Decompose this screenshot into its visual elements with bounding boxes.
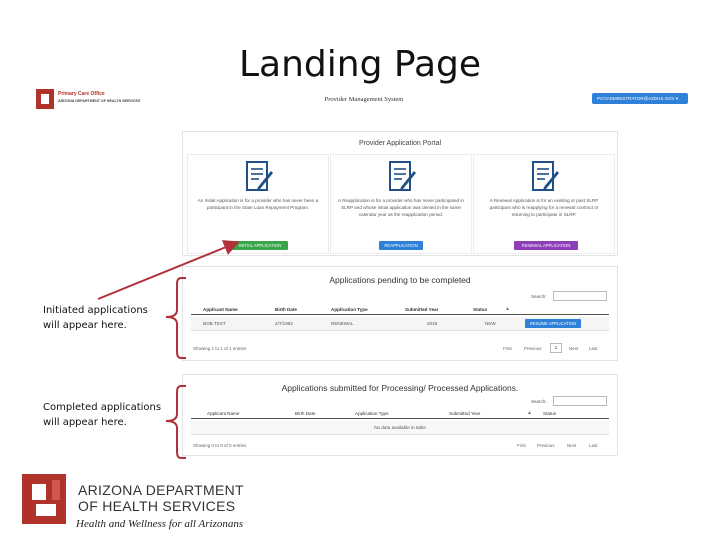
pending-panel-title: Applications pending to be completed	[329, 275, 471, 285]
submitted-panel-title: Applications submitted for Processing/ P…	[281, 383, 519, 393]
pending-table-header: Applicant Name Birth Date Application Ty…	[191, 305, 609, 315]
column-header[interactable]: Submitted Year	[449, 411, 481, 416]
document-pen-icon	[389, 161, 416, 191]
application-portal: Provider Application Portal An Initial A…	[182, 131, 618, 256]
renewal-application-button[interactable]: RENEWAL APPLICATION	[514, 241, 578, 250]
pending-applications-panel: Applications pending to be completed Sea…	[182, 266, 618, 361]
column-header[interactable]: Application Type	[331, 307, 368, 312]
reapplication-card: A Reapplication is for a provider who ha…	[330, 154, 472, 254]
empty-table-message: No data available in table	[374, 425, 426, 430]
submitted-table-header: Applicant Name Birth Date Application Ty…	[191, 409, 609, 419]
column-header[interactable]: Birth Date	[275, 307, 297, 312]
header-logo[interactable]: Primary Care Office ARIZONA DEPARTMENT O…	[36, 89, 144, 109]
document-pen-icon	[246, 161, 273, 191]
logo-mark-icon	[36, 89, 54, 109]
callout-arrow	[97, 240, 240, 300]
card-description: A Reapplication is for a provider who ha…	[338, 198, 464, 217]
footer-logo: ARIZONA DEPARTMENT OF HEALTH SERVICES He…	[22, 474, 262, 536]
pagination-first[interactable]: First	[517, 443, 526, 448]
pending-table-info: Showing 1 to 1 of 1 entries	[193, 346, 247, 351]
app-header: Primary Care Office ARIZONA DEPARTMENT O…	[34, 86, 694, 112]
column-header[interactable]: Application Type	[355, 411, 389, 416]
column-header[interactable]: Status	[473, 307, 488, 312]
portal-title: Provider Application Portal	[358, 140, 442, 147]
pagination-next[interactable]: Next	[569, 346, 579, 351]
renewal-application-card: A Renewal Application is for an existing…	[473, 154, 615, 254]
column-header[interactable]: Birth Date	[295, 411, 316, 416]
completed-callout: Completed applications will appear here.	[43, 402, 162, 428]
pagination-next[interactable]: Next	[567, 443, 577, 448]
slide-title: Landing Page	[238, 44, 482, 85]
completed-bracket	[165, 385, 186, 459]
adhs-logo-icon	[22, 474, 66, 524]
screenshot: Primary Care Office ARIZONA DEPARTMENT O…	[34, 86, 694, 456]
system-name: Provider Management System	[324, 96, 404, 103]
submitted-year-cell: 2019	[427, 321, 438, 326]
pagination-previous[interactable]: Previous	[524, 346, 542, 351]
reapplication-button[interactable]: REAPPLICATION	[379, 241, 423, 250]
pending-bracket	[165, 277, 186, 359]
initiated-callout: Initiated applications will appear here.	[43, 305, 148, 331]
applicant-name-cell: BOB TEST	[203, 321, 226, 326]
document-pen-icon	[532, 161, 559, 191]
submitted-table-info: Showing 0 to 0 of 0 entries	[193, 443, 247, 448]
search-label: Search:	[531, 294, 547, 299]
pagination-previous[interactable]: Previous	[537, 443, 555, 448]
submitted-search-input[interactable]	[553, 396, 607, 406]
org-name-line2: OF HEALTH SERVICES	[78, 498, 236, 514]
pagination-last[interactable]: Last	[589, 346, 598, 351]
logo-title: Primary Care Office	[58, 91, 105, 97]
org-name-line1: ARIZONA DEPARTMENT	[78, 482, 244, 498]
column-header[interactable]: Applicant Name	[203, 307, 238, 312]
card-description: A Renewal Application is for an existing…	[489, 198, 599, 217]
card-description: An Initial Application is for a provider…	[197, 198, 319, 210]
empty-table-row: No data available in table	[191, 421, 609, 435]
column-header[interactable]: Status	[543, 411, 557, 416]
logo-subtitle: ARIZONA DEPARTMENT OF HEALTH SERVICES	[58, 99, 141, 103]
column-header[interactable]: Applicant Name	[207, 411, 240, 416]
column-header[interactable]: Submitted Year	[405, 307, 439, 312]
sort-arrow-icon[interactable]: ▲	[527, 410, 532, 416]
sort-arrow-icon[interactable]: ▲	[505, 306, 510, 312]
table-row: BOB TEST 4/7/1992 RENEWAL 2019 NEW RESUM…	[191, 317, 609, 331]
pending-search-input[interactable]	[553, 291, 607, 301]
pagination-first[interactable]: First	[503, 346, 512, 351]
initial-application-card: An Initial Application is for a provider…	[187, 154, 329, 254]
pagination-current[interactable]: 1	[550, 343, 562, 353]
pagination-last[interactable]: Last	[589, 443, 598, 448]
submitted-applications-panel: Applications submitted for Processing/ P…	[182, 374, 618, 456]
resume-application-button[interactable]: RESUME APPLICATION	[525, 319, 581, 328]
org-tagline: Health and Wellness for all Arizonans	[76, 518, 244, 530]
initial-application-button[interactable]: INITIAL APPLICATION	[232, 241, 288, 250]
application-type-cell: RENEWAL	[331, 321, 354, 326]
status-cell: NEW	[485, 321, 496, 326]
search-label: Search:	[531, 399, 547, 404]
user-menu-button[interactable]: PCOADMINISTRATOR@AZDHS.GOV ▾	[592, 93, 688, 104]
birth-date-cell: 4/7/1992	[275, 321, 293, 326]
